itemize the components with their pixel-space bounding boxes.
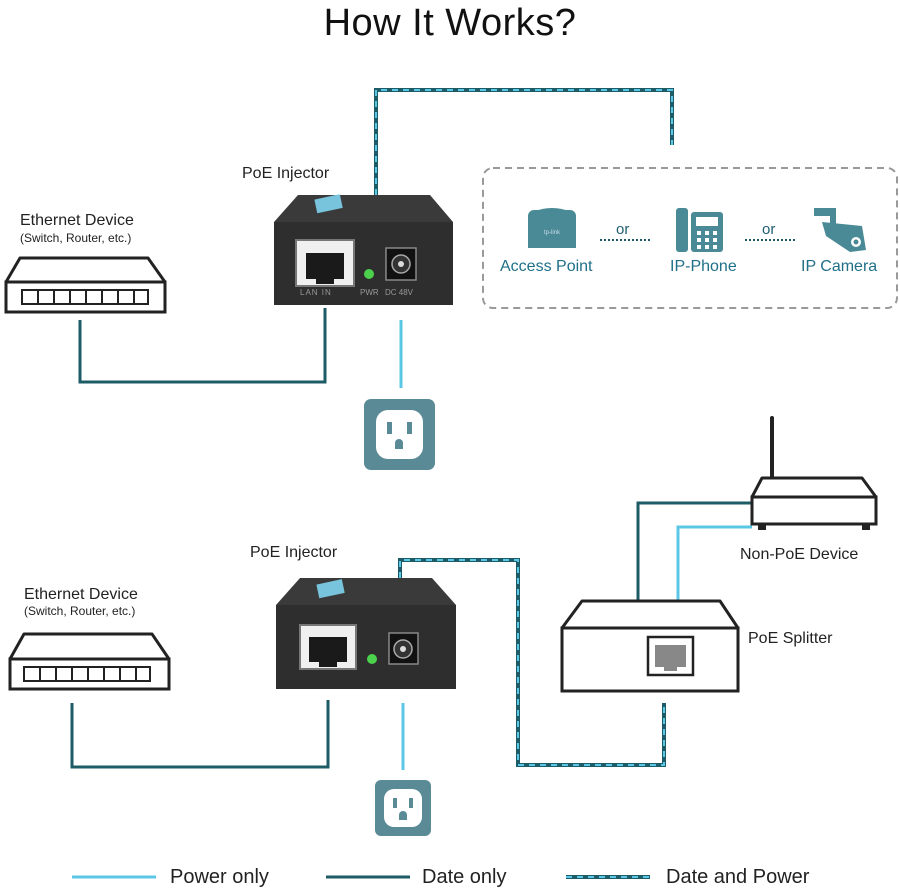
top-data-line: [78, 308, 327, 384]
bottom-ethernet-device-icon: [8, 632, 171, 691]
top-outlet-icon: [364, 399, 435, 470]
top-injector-label: PoE Injector: [242, 165, 330, 182]
bottom-data-power-line: [398, 558, 666, 767]
bottom-data-line: [70, 700, 330, 769]
legend-data-only: Date only: [422, 866, 507, 888]
ip-camera-label: IP Camera: [801, 258, 878, 275]
top-ethernet-device-icon: [4, 256, 167, 314]
end-devices-box: [482, 167, 898, 309]
access-point-icon: tp-link: [528, 208, 576, 248]
top-ethernet-title: Ethernet Device: [20, 212, 134, 229]
ip-camera-icon: [814, 208, 866, 252]
bottom-ethernet-subtitle: (Switch, Router, etc.): [24, 604, 136, 618]
svg-text:tp-link: tp-link: [544, 230, 561, 236]
page-title: How It Works?: [323, 2, 577, 44]
bottom-poe-injector-icon: [276, 578, 456, 689]
ip-phone-icon: [676, 208, 723, 252]
port-label-dc48v: DC 48V: [385, 288, 414, 297]
or-label-2: or: [762, 221, 776, 238]
legend-data-and-power: Date and Power: [666, 866, 810, 888]
poe-splitter-label: PoE Splitter: [748, 630, 833, 647]
non-poe-device-label: Non-PoE Device: [740, 546, 859, 563]
splitter-power-line: [676, 525, 752, 600]
port-label-pwr: PWR: [360, 288, 379, 297]
or-label-1: or: [616, 221, 630, 238]
splitter-data-line: [636, 501, 752, 600]
bottom-injector-label: PoE Injector: [250, 544, 338, 561]
access-point-label: Access Point: [500, 258, 593, 275]
legend-power-only: Power only: [170, 866, 269, 888]
non-poe-device-icon: [750, 416, 878, 530]
ip-phone-label: IP-Phone: [670, 258, 737, 275]
bottom-outlet-icon: [375, 780, 431, 836]
poe-splitter-icon: [560, 599, 740, 693]
top-data-power-line: [374, 88, 674, 195]
top-poe-injector-icon: [274, 194, 453, 305]
top-ethernet-subtitle: (Switch, Router, etc.): [20, 231, 132, 245]
bottom-ethernet-title: Ethernet Device: [24, 586, 138, 603]
port-label-lan-in: LAN IN: [300, 288, 332, 297]
